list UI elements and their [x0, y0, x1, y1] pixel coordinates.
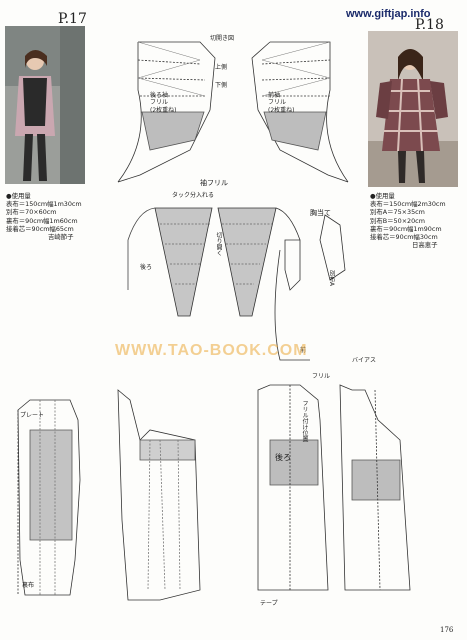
site-url: www.giftjap.info [346, 8, 431, 20]
label-mae-sode: 前袖 フリル (2枚重ね) [268, 92, 295, 114]
label-frill-tsuke: フリル付け位置 [301, 400, 308, 442]
label-tape: テープ [260, 600, 278, 607]
label-tuck: タック分入れる [172, 192, 215, 199]
label-frill: フリル [312, 373, 331, 380]
label-ushiro-sode: 後ろ袖 フリル (2枚重ね) [150, 92, 177, 114]
designer-name: 吉崎節子 [48, 233, 74, 242]
materials-title: 使用量 [375, 192, 395, 200]
material-line: 裏布＝90cm幅1m90cm [370, 224, 442, 233]
label-ue: 上側 [215, 64, 228, 71]
label-kirihiraku: 切り開く [215, 232, 222, 256]
designer-name: 日高恵子 [412, 241, 438, 250]
bullet-icon: ● [6, 192, 12, 200]
label-ushiro-back: 後ろ [275, 453, 291, 462]
bullet-icon: ● [370, 192, 376, 200]
material-line: 接着芯＝90cm幅30cm [370, 233, 438, 242]
materials-title: 使用量 [11, 192, 31, 200]
label-mae: 前 [300, 347, 307, 354]
page-number: 176 [440, 626, 454, 634]
model-photo-left [5, 26, 85, 184]
materials-right: ●使用量 表布＝150cm幅2m30cm 別布A＝75×35cm 別布B＝50×… [370, 192, 446, 249]
label-ushiro: 後ろ [140, 264, 153, 271]
materials-left: ●使用量 表布＝150cm幅1m30cm 別布＝70×60cm 裏布＝90cm幅… [6, 192, 82, 241]
watermark: WWW.TAO-BOOK.COM [115, 342, 308, 359]
label-bias: バイアス [352, 357, 377, 364]
label-urafu: 裏布 [22, 582, 35, 589]
label-munaate: 胸当て [310, 209, 331, 217]
page-label-right: P.18 [415, 17, 444, 33]
label-kirihiraki: 切開き図 [210, 35, 235, 42]
material-line: 表布＝150cm幅2m30cm [370, 200, 446, 209]
material-line: 別布A＝75×35cm [370, 208, 425, 217]
material-line: 表布＝150cm幅1m30cm [6, 200, 82, 209]
label-sode-frill: 袖フリル [200, 179, 228, 187]
label-betsu-a: 別布A [328, 270, 335, 287]
model-photo-right [368, 31, 458, 187]
label-shita: 下側 [215, 82, 228, 89]
material-line: 裏布＝90cm幅1m60cm [6, 216, 78, 225]
material-line: 別布B＝50×20cm [370, 216, 425, 225]
material-line: 別布＝70×60cm [6, 208, 57, 217]
page-label-left: P.17 [58, 11, 87, 27]
material-line: 接着芯＝90cm幅65cm [6, 224, 74, 233]
label-pleat: プレート [20, 412, 45, 419]
